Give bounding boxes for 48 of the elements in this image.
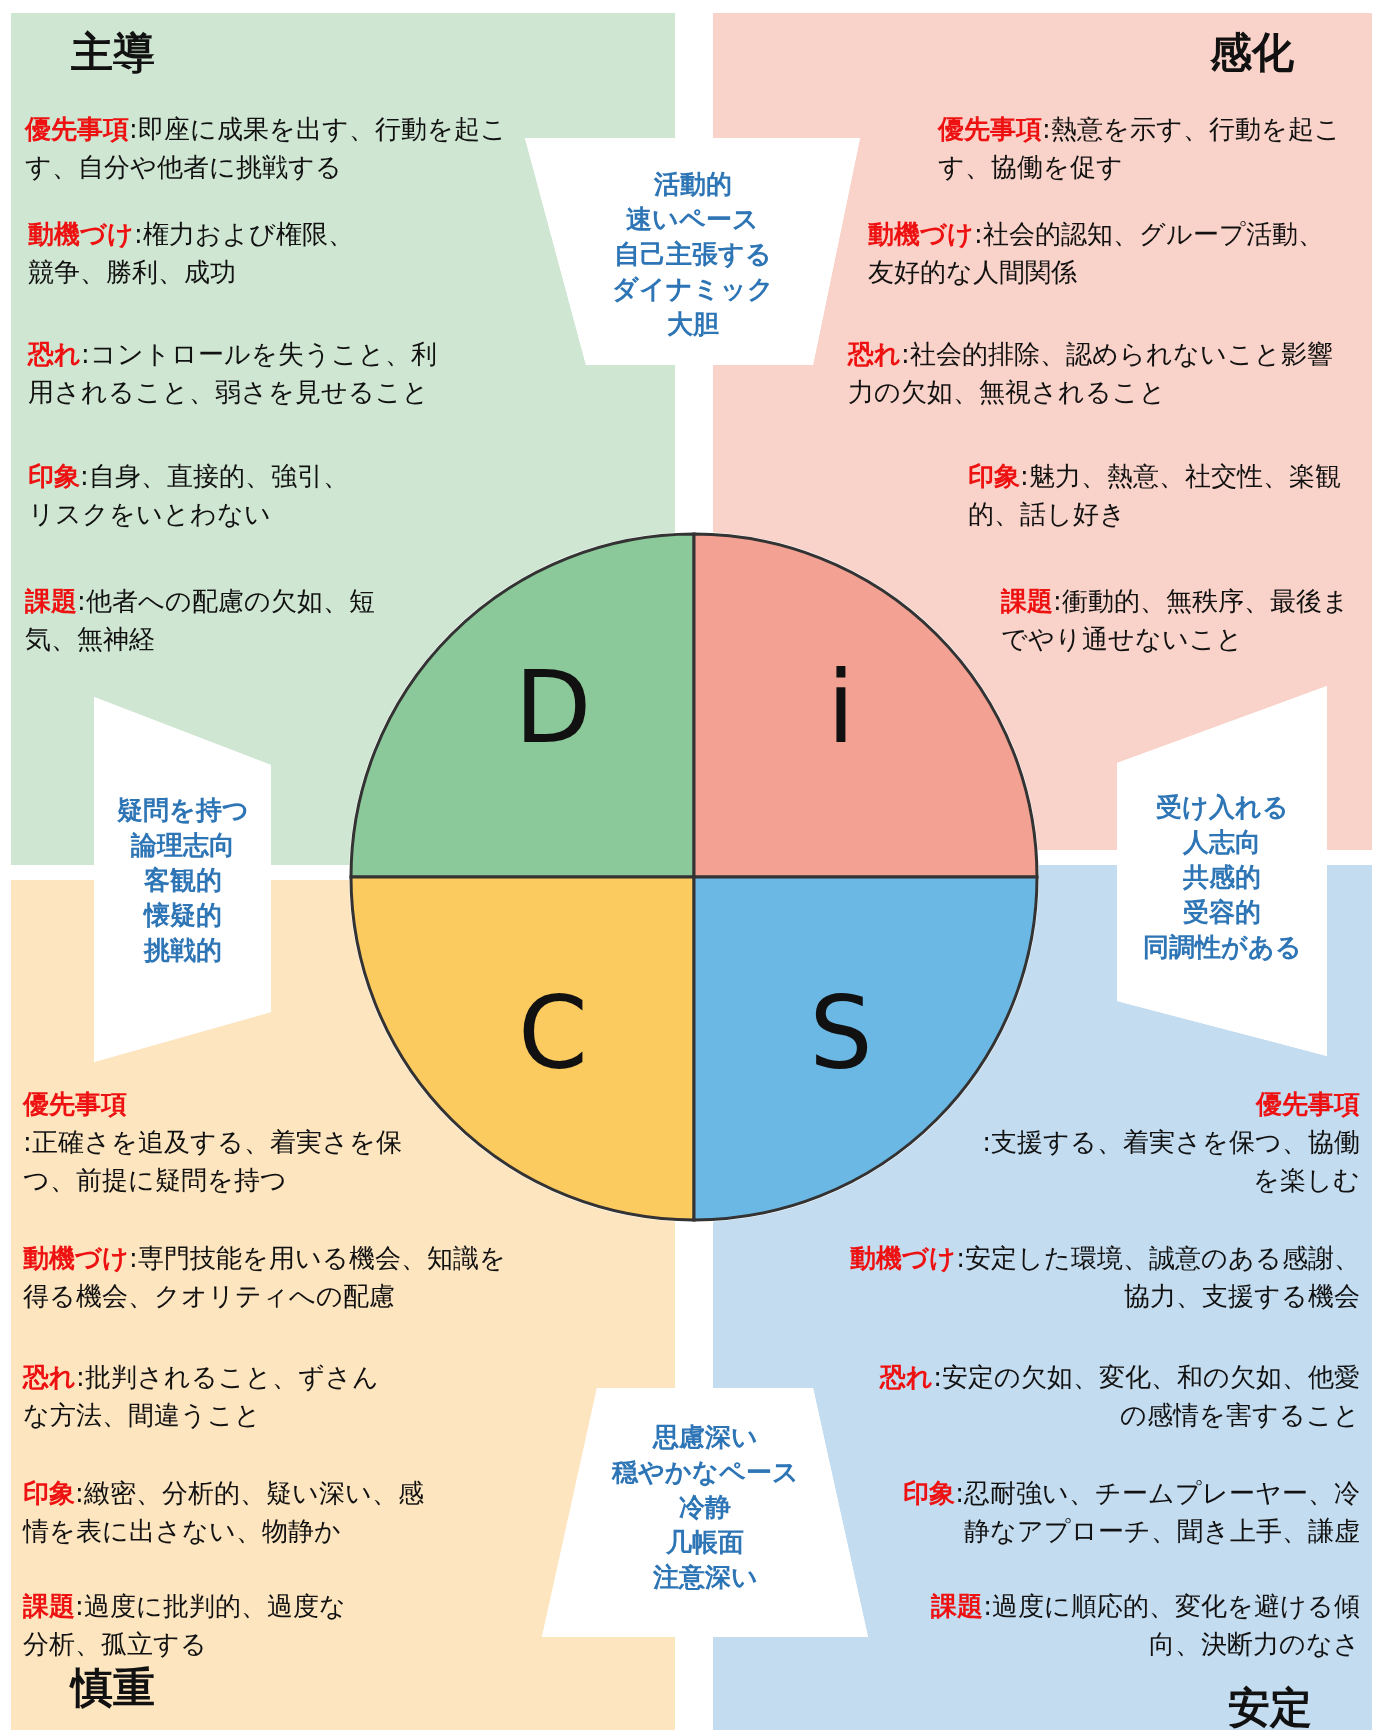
description-text: 優先事項:熱意を示す、行動を起こす、協働を促す [938, 113, 1342, 184]
description-text: 印象:魅力、熱意、社交性、楽観的、話し好き [968, 460, 1342, 531]
quadrant-letter: C [518, 984, 588, 1084]
description-text: 課題:衝動的、無秩序、最後までやり通せないこと [1001, 585, 1350, 656]
description-text: 課題:過度に批判的、過度な分析、孤立する [23, 1590, 347, 1661]
trait-word: 自己主張する [613, 238, 772, 271]
quadrant-letter: D [514, 658, 592, 758]
description-text: 恐れ:社会的排除、認められないこと影響力の欠如、無視されること [848, 338, 1334, 409]
description-text: 動機づけ:権力および権限、競争、勝利、成功 [28, 218, 355, 289]
description-text: 恐れ:批判されること、ずさんな方法、間違うこと [23, 1361, 380, 1432]
trait-word: 速いペース [626, 203, 759, 236]
trait-word: ダイナミック [611, 273, 774, 306]
description-text: 課題:過度に順応的、変化を避ける傾向、決断力のなさ [930, 1590, 1360, 1661]
trait-word: 論理志向 [130, 829, 235, 862]
trait-word: 几帳面 [666, 1526, 744, 1559]
trait-word: 穏やかなペース [611, 1456, 799, 1489]
description-text: 恐れ:コントロールを失うこと、利用されること、弱さを見せること [28, 338, 438, 409]
description-text: 課題:他者への配慮の欠如、短気、無神経 [25, 585, 376, 656]
trait-word: 客観的 [143, 864, 222, 897]
description-text: 恐れ:安定の欠如、変化、和の欠如、他愛の感情を害すること [880, 1361, 1360, 1432]
trait-word: 挑戦的 [143, 934, 222, 967]
description-text: 優先事項:正確さを追及する、着実さを保つ、前提に疑問を持つ [23, 1088, 403, 1197]
trait-word: 大胆 [666, 308, 719, 341]
description-text: 動機づけ:専門技能を用いる機会、知識を得る機会、クオリティへの配慮 [23, 1242, 507, 1313]
description-text: 動機づけ:安定した環境、誠意のある感謝、協力、支援する機会 [849, 1242, 1360, 1313]
trait-word: 受容的 [1183, 896, 1261, 929]
heading: 安定 [1228, 1682, 1312, 1734]
trait-word: 懐疑的 [143, 899, 222, 932]
description-text: 優先事項:即座に成果を出す、行動を起こす、自分や他者に挑戦する [25, 113, 508, 184]
quadrant-letter: i [827, 658, 855, 758]
heading: 感化 [1210, 27, 1294, 79]
description-text: 動機づけ:社会的認知、グループ活動、友好的な人間関係 [868, 218, 1325, 289]
trait-word: 思慮深い [652, 1421, 758, 1454]
heading: 慎重 [71, 1662, 155, 1714]
description-text: 印象:忍耐強い、チームプレーヤー、冷静なアプローチ、聞き上手、謙虚 [902, 1477, 1360, 1548]
trait-word: 共感的 [1183, 861, 1261, 894]
description-text: 印象:緻密、分析的、疑い深い、感情を表に出さない、物静か [23, 1477, 425, 1548]
description-text: 印象:自身、直接的、強引、リスクをいとわない [28, 460, 350, 531]
heading: 主導 [71, 27, 155, 79]
trait-word: 人志向 [1183, 826, 1261, 859]
trait-word: 疑問を持つ [116, 794, 249, 827]
description-text: 優先事項:支援する、着実さを保つ、協働を楽しむ [981, 1088, 1360, 1197]
trait-word: 冷静 [679, 1491, 731, 1524]
trait-word: 活動的 [653, 168, 732, 201]
trait-word: 注意深い [652, 1561, 758, 1594]
trait-word: 受け入れる [1155, 791, 1289, 824]
quadrant-letter: S [809, 984, 873, 1084]
trait-word: 同調性がある [1142, 931, 1302, 964]
